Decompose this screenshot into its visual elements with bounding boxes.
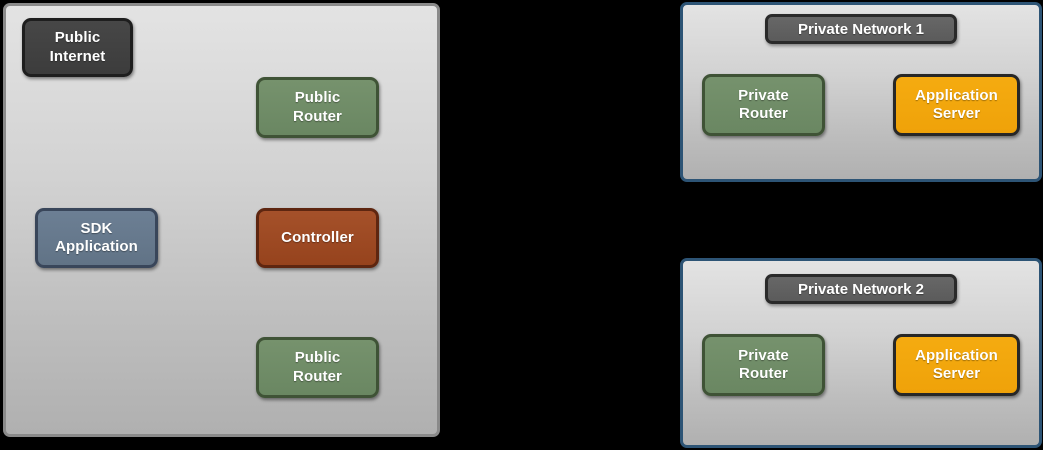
node-application-server-1-label: Application Server	[915, 86, 998, 122]
node-public-internet[interactable]: Public Internet	[22, 18, 133, 77]
private-network-1-container: Private Network 1 Private Router Applica…	[680, 2, 1042, 182]
node-controller-label: Controller	[281, 228, 354, 246]
node-public-router-top[interactable]: Public Router	[256, 77, 379, 138]
private-network-1-title-label: Private Network 1	[798, 20, 924, 38]
node-sdk-application[interactable]: SDK Application	[35, 208, 158, 268]
private-network-2-title-label: Private Network 2	[798, 280, 924, 298]
node-application-server-2-label: Application Server	[915, 346, 998, 382]
private-network-2-container: Private Network 2 Private Router Applica…	[680, 258, 1042, 448]
node-public-router-bottom[interactable]: Public Router	[256, 337, 379, 398]
node-controller[interactable]: Controller	[256, 208, 379, 268]
node-application-server-2[interactable]: Application Server	[893, 334, 1020, 396]
node-private-router-2-label: Private Router	[738, 346, 789, 382]
node-private-router-1-label: Private Router	[738, 86, 789, 122]
private-network-1-title: Private Network 1	[765, 14, 957, 44]
node-application-server-1[interactable]: Application Server	[893, 74, 1020, 136]
public-zone-container: Public Internet Public Router SDK Applic…	[3, 3, 440, 437]
node-private-router-1[interactable]: Private Router	[702, 74, 825, 136]
node-private-router-2[interactable]: Private Router	[702, 334, 825, 396]
private-network-2-title: Private Network 2	[765, 274, 957, 304]
node-public-router-top-label: Public Router	[293, 89, 342, 125]
node-public-router-bottom-label: Public Router	[293, 349, 342, 385]
node-public-internet-label: Public Internet	[49, 29, 106, 65]
node-sdk-application-label: SDK Application	[55, 219, 138, 255]
